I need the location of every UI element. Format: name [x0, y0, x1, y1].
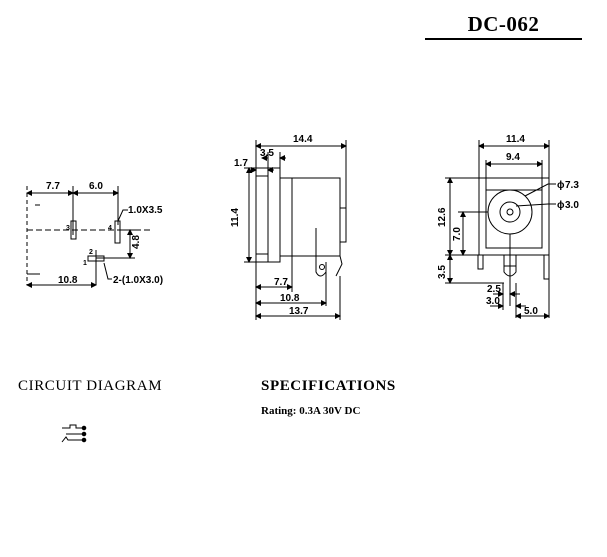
pad-4 [114, 220, 121, 244]
dim-footprint-4-8: 4.8 [131, 235, 142, 249]
dim-side-14-4: 14.4 [293, 134, 313, 145]
side-view [244, 140, 347, 320]
dim-side-10-8: 10.8 [280, 293, 300, 304]
footprint-view [26, 186, 150, 288]
dim-front-3-0: 3.0 [486, 296, 500, 307]
dim-footprint-6-0: 6.0 [89, 181, 103, 192]
circuit-symbol [61, 424, 87, 443]
front-view [445, 140, 556, 319]
pin-label-1: 1 [83, 260, 87, 267]
rating-text: Rating: 0.3A 30V DC [261, 405, 361, 417]
dim-side-1-7: 1.7 [234, 158, 248, 169]
dim-front-5-0: 5.0 [524, 306, 538, 317]
pin-label-3: 3 [66, 225, 70, 232]
circuit-diagram-heading: CIRCUIT DIAGRAM [18, 378, 163, 394]
dim-side-3-5: 3.5 [260, 148, 274, 159]
dim-front-3-5: 3.5 [437, 265, 448, 279]
dim-front-12-6: 12.6 [437, 207, 448, 227]
specifications-heading: SPECIFICATIONS [261, 378, 396, 394]
title-underline [425, 38, 582, 40]
dim-hole-b: 2-(1.0X3.0) [113, 275, 163, 286]
dim-front-2-5: 2.5 [487, 284, 501, 295]
dim-side-13-7: 13.7 [289, 306, 309, 317]
dim-front-7-0: 7.0 [452, 227, 463, 241]
dim-side-11-4: 11.4 [230, 208, 241, 227]
dim-front-diameter-3-0: 3.0 [565, 200, 579, 211]
dim-front-diameter-7-3: 7.3 [565, 180, 579, 191]
dim-side-7-7: 7.7 [274, 277, 288, 288]
pin-label-4: 4 [108, 225, 112, 232]
pin-label-2: 2 [89, 249, 93, 256]
dim-hole-a: 1.0X3.5 [128, 205, 163, 216]
pad-3 [70, 220, 77, 240]
dim-front-diameter-phi: ϕ [557, 180, 565, 191]
page-title: DC-062 [467, 12, 540, 36]
dim-front-diameter-phi-2: ϕ [557, 200, 565, 211]
dim-footprint-7-7: 7.7 [46, 181, 60, 192]
dim-front-11-4: 11.4 [506, 134, 525, 145]
dim-footprint-10-8: 10.8 [58, 275, 78, 286]
pad-2 [87, 255, 105, 262]
dim-front-9-4: 9.4 [506, 152, 520, 163]
